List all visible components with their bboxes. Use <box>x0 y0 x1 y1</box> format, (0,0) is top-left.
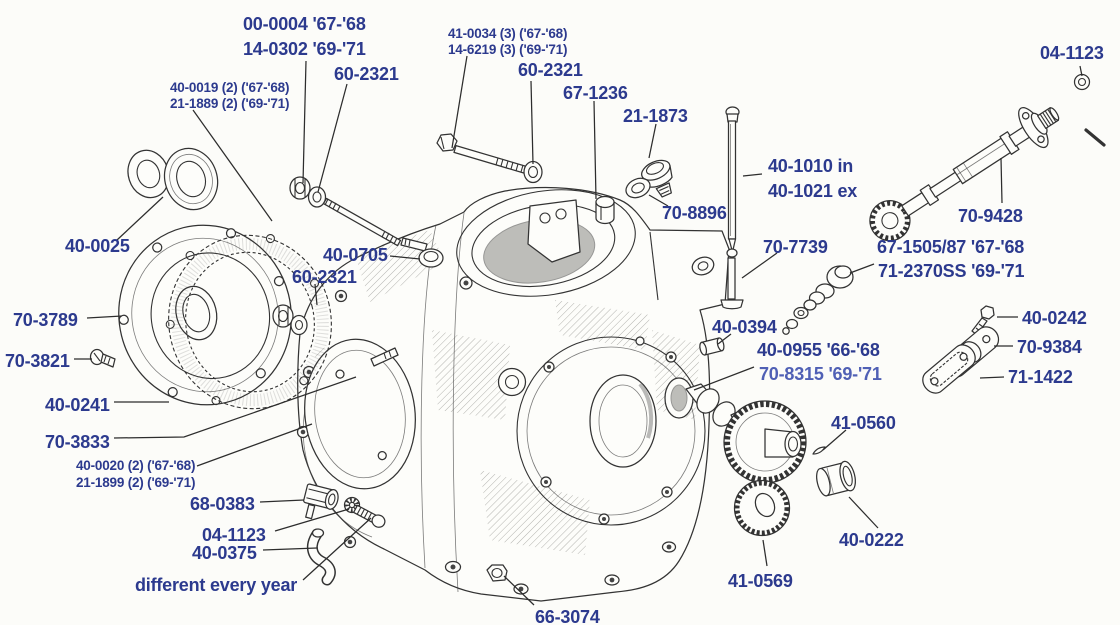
relief-valve-drawing <box>782 265 854 335</box>
part-label-camshaft-b: 70-8315 '69-'71 <box>759 364 882 384</box>
part-label-pushrod-in: 40-1010 in <box>768 156 854 176</box>
part-label-breather-pipe: 40-0375 <box>192 543 257 563</box>
part-label-tacho-plate: 70-9384 <box>1017 337 1082 357</box>
part-label-plate-bolt: 40-0242 <box>1022 308 1087 328</box>
cylinder-nut-drawing <box>595 195 615 225</box>
plate-bolt-drawing <box>971 305 995 336</box>
part-label-plug-washer: 70-8896 <box>662 203 727 223</box>
tappet-rod-drawing <box>720 248 744 310</box>
oil-seal-rings-drawing <box>127 147 219 211</box>
part-label-tacho-gasket: 71-1422 <box>1008 367 1073 387</box>
part-label-case-stud-a: 40-0020 (2) ('67-'68) <box>76 458 196 473</box>
part-label-cylinder-nut: 67-1236 <box>563 83 628 103</box>
part-label-relief-valve-a: 67-1505/87 '67-'68 <box>877 237 1025 257</box>
part-label-washer-2: 60-2321 <box>518 60 583 80</box>
part-label-washer-1: 60-2321 <box>334 64 399 84</box>
part-label-engine-number-note: different every year <box>135 575 298 595</box>
part-label-stud-set-a: 41-0034 (3) ('67-'68) <box>448 26 568 41</box>
part-label-outer-cover: 70-3789 <box>13 310 78 330</box>
part-label-dowel: 40-0394 <box>712 317 777 337</box>
outer-cover-drawing <box>118 224 292 406</box>
hex-bolt-drawing <box>436 133 528 175</box>
woodruff-key-drawing <box>812 446 826 455</box>
part-label-washer-3: 60-2321 <box>292 267 357 287</box>
top-washer2-drawing <box>523 160 543 184</box>
dowel-drawing <box>699 337 725 356</box>
camshaft-gears-drawing <box>685 383 807 484</box>
filler-plug-drawing <box>418 248 444 268</box>
part-label-drain-plug: 68-0383 <box>190 494 255 514</box>
oval-cover-plate-drawing <box>304 338 416 490</box>
part-label-tappet-guide: 70-7739 <box>763 237 828 257</box>
bolt-holes <box>296 276 677 549</box>
part-label-oil-seal: 40-0025 <box>65 236 130 256</box>
cam-bush-drawing <box>816 460 856 497</box>
part-label-pushrod-ex: 40-1021 ex <box>768 181 858 201</box>
part-label-cover-gasket: 40-0241 <box>45 395 110 415</box>
part-label-relief-valve-b: 71-2370SS '69-'71 <box>878 261 1025 281</box>
idler-gear-drawing <box>733 479 791 537</box>
part-label-case-stud-b: 21-1899 (2) ('69-'71) <box>76 475 196 490</box>
part-label-base-nut: 66-3074 <box>535 607 600 625</box>
drain-plug-drawing <box>303 483 339 520</box>
part-label-camshaft-a: 40-0955 '66-'68 <box>757 340 880 360</box>
case-bolt-drawing <box>353 504 386 528</box>
flange-pin-drawing <box>1084 128 1106 147</box>
part-label-cam-bush: 40-0222 <box>839 530 904 550</box>
part-label-tacho-washer: 04-1123 <box>1040 43 1104 63</box>
left-nut-washer-drawing <box>272 304 308 336</box>
part-label-idler-gear: 41-0569 <box>728 571 793 591</box>
tacho-drive-shaft-drawing <box>869 106 1060 242</box>
part-label-cover-screw: 70-3821 <box>5 351 70 371</box>
cover-screw-drawing <box>89 348 116 368</box>
pushrod-drawing <box>725 106 740 253</box>
part-label-crankcase-bolt-a: 00-0004 '67-'68 <box>243 14 366 34</box>
part-label-timing-plug: 21-1873 <box>623 106 688 126</box>
part-label-drain-washer: 04-1123 <box>202 525 266 545</box>
part-label-junction-stud-b: 21-1889 (2) ('69-'71) <box>170 96 290 111</box>
timing-plug-drawing <box>641 159 673 198</box>
tacho-washer-drawing <box>1073 73 1091 91</box>
tacho-gasket-drawing <box>922 344 976 394</box>
part-label-tacho-drive: 70-9428 <box>958 206 1023 226</box>
breather-pipe-drawing <box>306 528 336 586</box>
part-label-inner-cover: 70-3833 <box>45 432 110 452</box>
leader-lines <box>74 55 1083 606</box>
plate-stud-drawing <box>370 347 399 367</box>
base-nut-drawing <box>486 564 508 582</box>
part-label-stud-set-b: 14-6219 (3) ('69-'71) <box>448 42 568 57</box>
part-label-crankcase-bolt-b: 14-0302 '69-'71 <box>243 39 366 59</box>
part-label-junction-stud-a: 40-0019 (2) ('67-'68) <box>170 80 290 95</box>
cover-gasket-drawing <box>165 234 332 410</box>
part-label-filler-plug: 40-0705 <box>323 245 388 265</box>
long-stud-drawing <box>322 197 402 247</box>
part-label-woodruff-key: 41-0560 <box>831 413 896 433</box>
plug-washer-drawing <box>625 177 651 199</box>
top-nut-washer-drawing <box>289 176 327 208</box>
